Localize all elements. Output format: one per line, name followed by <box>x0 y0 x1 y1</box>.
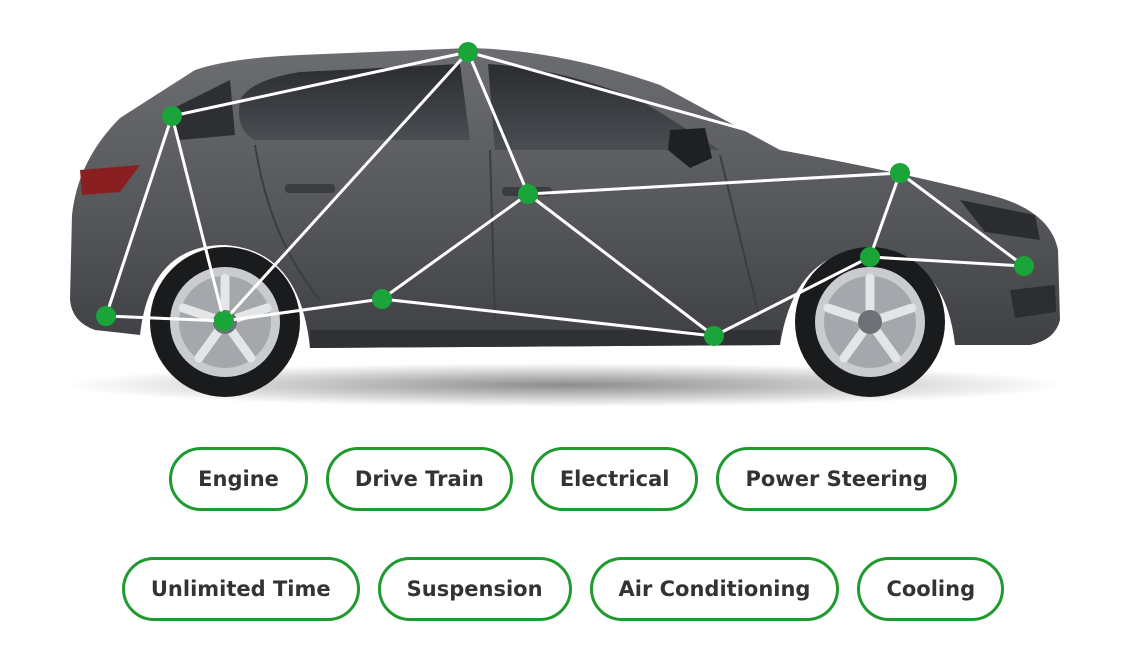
feature-drive-train[interactable]: Drive Train <box>325 447 513 511</box>
network-link <box>104 114 174 318</box>
network-link <box>868 171 902 259</box>
feature-engine[interactable]: Engine <box>169 447 308 511</box>
network-link <box>898 171 1026 268</box>
network-node <box>860 247 880 267</box>
car-shadow <box>65 363 1065 407</box>
car-illustration <box>65 42 1065 407</box>
network-link <box>170 114 226 323</box>
feature-row-1: Engine Drive Train Electrical Power Stee… <box>0 447 1126 511</box>
front-wheel <box>795 247 945 397</box>
network-node <box>1014 256 1034 276</box>
feature-electrical[interactable]: Electrical <box>530 447 699 511</box>
network-link <box>526 192 716 338</box>
network-link <box>868 255 1026 268</box>
network-link <box>222 297 384 323</box>
feature-cooling[interactable]: Cooling <box>857 557 1005 621</box>
feature-air-conditioning[interactable]: Air Conditioning <box>589 557 840 621</box>
feature-power-steering[interactable]: Power Steering <box>716 447 957 511</box>
network-link <box>170 50 470 118</box>
network-node <box>518 184 538 204</box>
network-link <box>380 192 530 301</box>
network-node <box>372 289 392 309</box>
network-node <box>214 311 234 331</box>
car-body <box>70 48 1060 348</box>
network-nodes <box>96 42 1034 346</box>
network-link <box>526 171 902 196</box>
network-link <box>380 297 716 338</box>
network-link <box>466 50 902 175</box>
network-node <box>162 106 182 126</box>
network-node <box>890 163 910 183</box>
network-node <box>96 306 116 326</box>
network-link <box>222 50 470 323</box>
feature-unlimited-time[interactable]: Unlimited Time <box>121 557 360 621</box>
network-links <box>104 50 1026 338</box>
feature-suspension[interactable]: Suspension <box>377 557 572 621</box>
network-link <box>712 255 872 338</box>
network-node <box>704 326 724 346</box>
feature-row-2: Unlimited Time Suspension Air Conditioni… <box>0 557 1126 621</box>
network-node <box>458 42 478 62</box>
network-link <box>466 50 530 196</box>
network-link <box>104 314 226 323</box>
